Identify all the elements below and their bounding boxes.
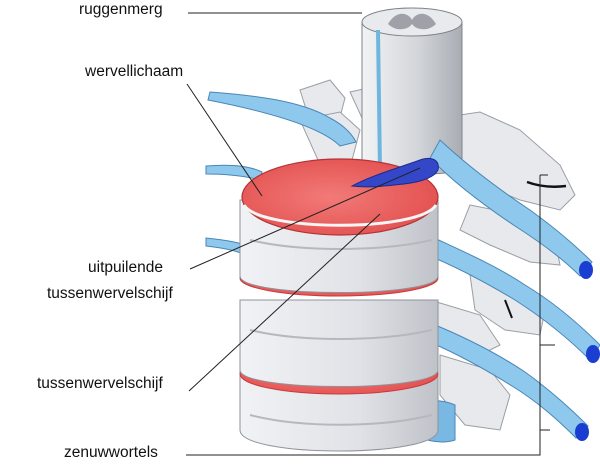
label-spinal-cord: ruggenmerg xyxy=(79,1,163,18)
label-vertebral-body: wervellichaam xyxy=(85,63,184,80)
label-herniated-disc-line1: uitpuilende xyxy=(88,259,163,276)
label-nerve-roots: zenuwwortels xyxy=(64,444,158,461)
leader-lines xyxy=(186,12,555,456)
label-intervertebral-disc: tussenwervelschijf xyxy=(37,375,163,392)
vertebral-stack xyxy=(239,199,439,452)
fracture-line xyxy=(526,180,567,189)
label-herniated-disc-line2: tussenwervelschijf xyxy=(47,285,173,302)
disc-herniation xyxy=(350,157,439,188)
crack-line xyxy=(504,299,513,319)
